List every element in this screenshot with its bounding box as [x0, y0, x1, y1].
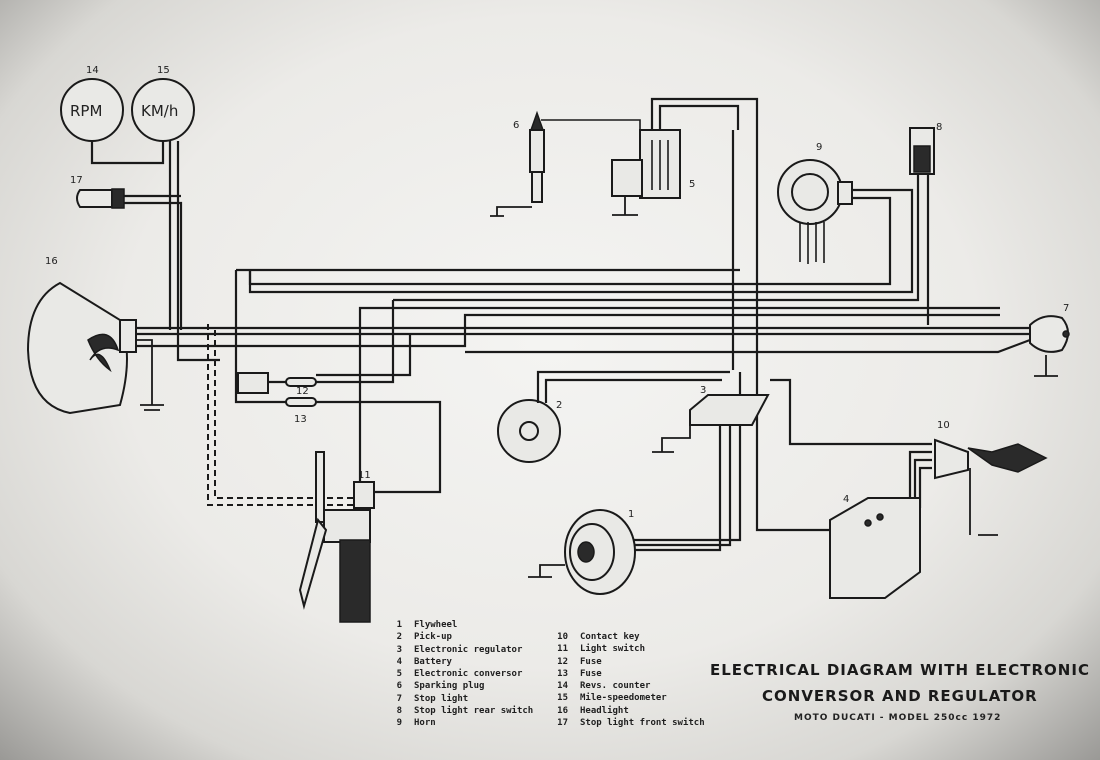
label-9: 9: [816, 142, 822, 153]
sparking-plug: [490, 110, 545, 217]
fuse-13: [285, 397, 317, 407]
label-7: 7: [1063, 303, 1069, 314]
electronic-regulator: [652, 394, 770, 453]
diagram-title-line2: CONVERSOR AND REGULATOR: [762, 687, 1038, 705]
label-2: 2: [556, 400, 562, 411]
label-16: 16: [45, 256, 58, 267]
label-6: 6: [513, 120, 519, 131]
label-1: 1: [628, 509, 634, 520]
flywheel: [564, 509, 636, 595]
horn: [777, 159, 853, 264]
stop-light-front-switch: [76, 188, 125, 209]
headlight: [26, 281, 137, 415]
revs-counter: RPM: [60, 78, 124, 142]
label-14: 14: [86, 65, 99, 76]
label-10: 10: [937, 420, 950, 431]
rpm-label: RPM: [70, 102, 102, 120]
label-13: 13: [294, 414, 307, 425]
label-11: 11: [358, 470, 371, 481]
label-5: 5: [689, 179, 695, 190]
electronic-conversor: [611, 129, 681, 216]
pick-up: [497, 399, 561, 463]
label-4: 4: [843, 494, 849, 505]
light-switch: [298, 451, 375, 623]
label-17: 17: [70, 175, 83, 186]
battery: [829, 497, 921, 599]
label-8: 8: [936, 122, 942, 133]
label-3: 3: [700, 385, 706, 396]
label-15: 15: [157, 65, 170, 76]
kmh-label: KM/h: [141, 102, 178, 120]
stop-light-rear-switch: [909, 127, 935, 175]
label-12: 12: [296, 386, 309, 397]
stop-light: [1029, 315, 1070, 353]
mile-speedometer: KM/h: [131, 78, 195, 142]
diagram-subtitle: MOTO DUCATI - MODEL 250cc 1972: [794, 713, 1002, 723]
diagram-title-line1: ELECTRICAL DIAGRAM WITH ELECTRONIC: [710, 661, 1090, 679]
contact-key: [934, 438, 1048, 480]
